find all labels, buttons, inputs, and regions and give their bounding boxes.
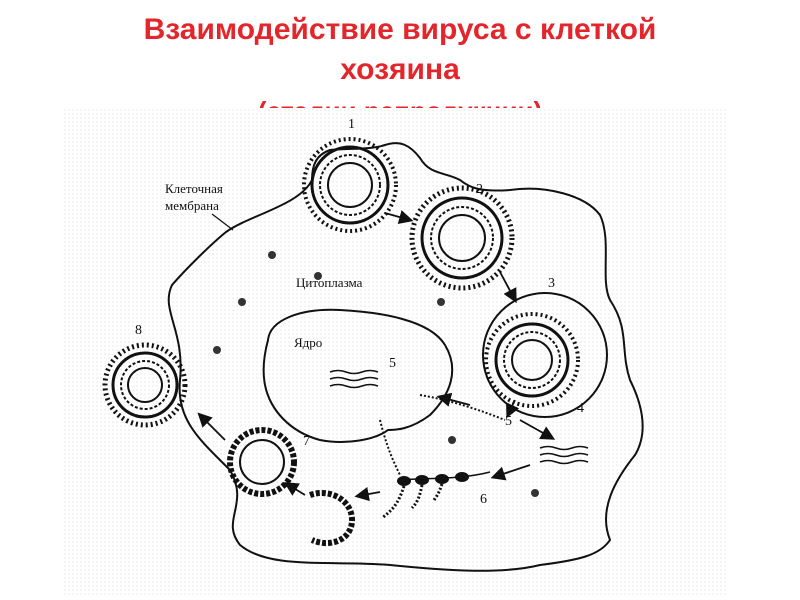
stage-number-5b: 5 [505,414,512,429]
stage-number-8: 8 [135,323,142,338]
mrna-strand-2 [420,395,505,420]
virus-stage-2 [412,188,512,288]
virus-stage-3 [483,293,607,417]
virus-stage-1 [304,139,396,231]
cytoplasm-label: Цитоплазма [296,275,363,290]
stage-number-6: 6 [480,492,487,507]
nucleus-label: Ядро [294,335,322,350]
stage-number-2: 2 [476,182,483,197]
genome-strands-cytoplasm [540,447,588,464]
membrane-label-line-2: мембрана [165,198,219,213]
membrane-pointer [212,214,233,230]
stage-number-3: 3 [548,276,555,291]
stage-number-5a: 5 [389,356,396,371]
cell-membrane-outline [169,143,643,571]
virus-stage-8 [105,345,185,425]
mrna-strand [380,420,400,475]
stage-number-1: 1 [348,117,355,132]
stage-number-4: 4 [577,401,584,416]
cytoplasm-granules [213,251,539,497]
membrane-label-line-1: Клеточная [165,181,223,196]
genome-strands-nucleus [330,371,378,388]
nucleus-outline [264,310,453,442]
virus-stage-7 [230,430,294,494]
stage-number-7: 7 [303,434,310,449]
polysome [382,472,490,518]
capsid-assembling [310,493,352,543]
